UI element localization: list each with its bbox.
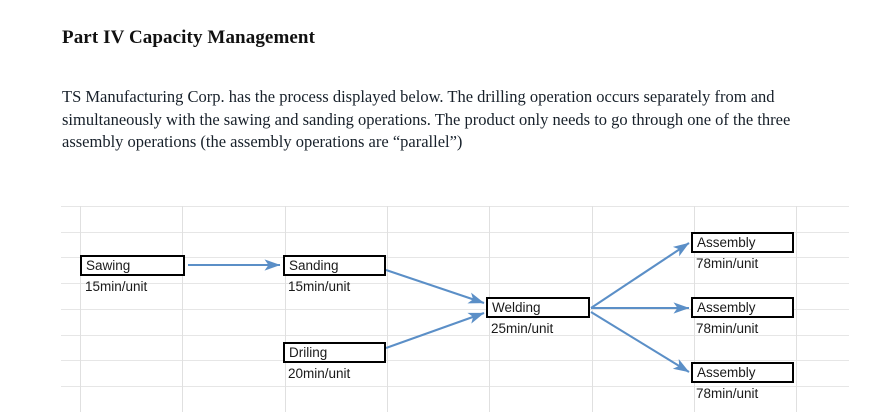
grid-row-line [61, 283, 849, 284]
problem-statement-paragraph: TS Manufacturing Corp. has the process d… [62, 87, 791, 151]
grid-column-line [285, 206, 286, 412]
grid-row-line [61, 309, 849, 310]
spreadsheet-grid [61, 206, 849, 412]
grid-row-line [61, 335, 849, 336]
grid-row-line [61, 257, 849, 258]
grid-row-line [61, 206, 849, 207]
grid-column-line [489, 206, 490, 412]
page-title: Part IV Capacity Management [62, 27, 316, 48]
grid-column-line [387, 206, 388, 412]
grid-column-line [694, 206, 695, 412]
grid-row-line [61, 232, 849, 233]
grid-row-line [61, 360, 849, 361]
grid-column-line [796, 206, 797, 412]
grid-column-line [592, 206, 593, 412]
grid-column-line [182, 206, 183, 412]
grid-column-line [80, 206, 81, 412]
grid-row-line [61, 386, 849, 387]
